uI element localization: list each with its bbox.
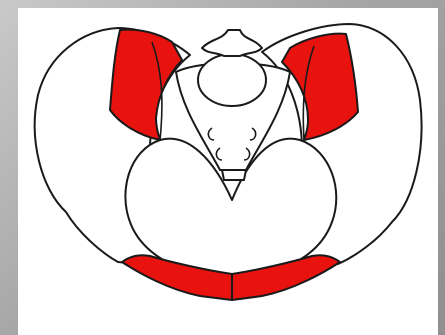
s1-vertebral-body — [198, 54, 266, 106]
s1-superior-process — [202, 30, 262, 56]
coccyx — [222, 170, 246, 180]
